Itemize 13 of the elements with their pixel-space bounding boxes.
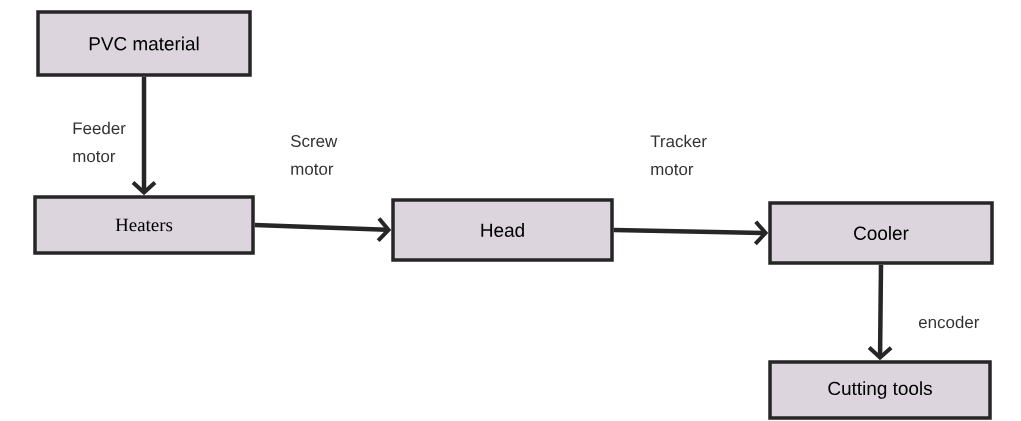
process-box: PVC material bbox=[36, 10, 252, 77]
edge-label: encoder bbox=[918, 315, 980, 329]
process-box: Cooler bbox=[768, 201, 994, 265]
arrow bbox=[254, 217, 392, 242]
edge-label: Screw motor bbox=[290, 135, 338, 175]
arrow bbox=[867, 264, 893, 361]
process-box: Heaters bbox=[33, 195, 255, 255]
arrow bbox=[613, 220, 769, 246]
edge-label: Feeder motor bbox=[73, 121, 126, 163]
edge-label: Tracker motor bbox=[650, 134, 707, 176]
arrow bbox=[131, 76, 157, 196]
process-box: Head bbox=[391, 198, 614, 262]
process-box: Cutting tools bbox=[768, 360, 992, 420]
